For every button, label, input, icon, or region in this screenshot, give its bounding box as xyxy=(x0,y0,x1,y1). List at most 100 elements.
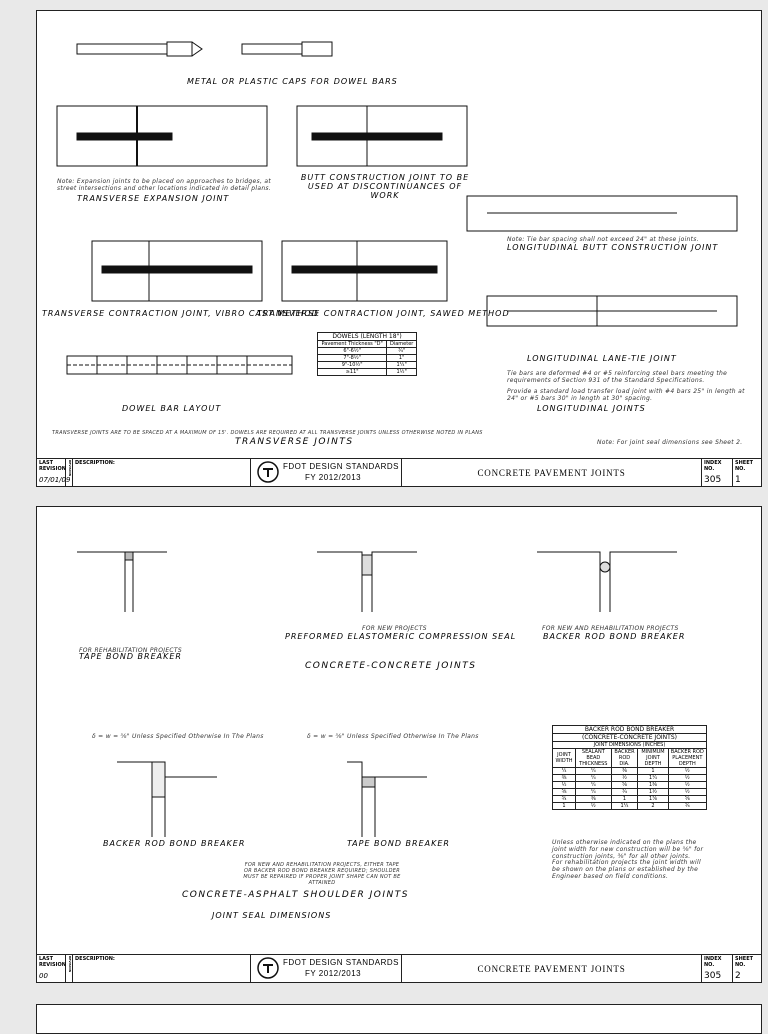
sheet2-drawings xyxy=(77,551,677,837)
preformed-new-note: FOR NEW PROJECTS xyxy=(362,625,427,632)
last-revision-value: 07/01/09 xyxy=(39,476,71,484)
dowel-table-title: DOWELS (LENGTH 18") xyxy=(317,332,417,341)
backer-new-rehab-note: FOR NEW AND REHABILITATION PROJECTS xyxy=(542,625,679,632)
index-number: 305 xyxy=(704,971,722,981)
backer-cell: 1 xyxy=(637,767,669,775)
backer-cell: ½ xyxy=(667,781,708,789)
fiscal-year: FY 2012/2013 xyxy=(305,969,362,978)
concrete-concrete-title: CONCRETE-CONCRETE JOINTS xyxy=(305,661,477,671)
dowel-table: DOWELS (LENGTH 18") Pavement Thickness "… xyxy=(316,332,417,376)
backer-cell: 1¼ xyxy=(637,774,669,782)
sheet-label: SHEET NO. xyxy=(735,956,754,968)
backer-cell: 2 xyxy=(637,802,669,810)
description-label: DESCRIPTION: xyxy=(75,956,115,962)
backer-cell: ½ xyxy=(667,774,708,782)
title-block-1: LAST REVISION 07/01/09 REVISION DESCRIPT… xyxy=(37,458,761,486)
joint-seal-dims-title: JOINT SEAL DIMENSIONS xyxy=(212,911,332,920)
expansion-note: Note: Expansion joints to be placed on a… xyxy=(57,178,272,192)
dowel-header-diameter: Diameter xyxy=(386,340,417,348)
backer-rod-bottom-title: BACKER ROD BOND BREAKER xyxy=(103,839,246,848)
dowel-cell: 1½" xyxy=(386,368,417,376)
dowel-cell: ≥11" xyxy=(316,368,388,376)
shoulder-joints-title: CONCRETE-ASPHALT SHOULDER JOINTS xyxy=(182,890,409,900)
backer-cell: ½ xyxy=(610,774,639,782)
backer-cell: 1½ xyxy=(637,788,669,796)
description-label: DESCRIPTION: xyxy=(75,460,115,466)
last-revision-label: LAST REVISION xyxy=(39,460,66,472)
backer-cell: ¼ xyxy=(552,767,576,775)
dim-note-right: δ = w = ⅝" Unless Specified Otherwise In… xyxy=(307,733,479,740)
index-label: INDEX NO. xyxy=(704,460,722,472)
backer-table-subtitle: (CONCRETE-CONCRETE JOINTS) xyxy=(552,733,707,742)
backer-cell: ⅜ xyxy=(610,767,639,775)
backer-cell: ⅝ xyxy=(610,781,639,789)
sheet-label: SHEET NO. xyxy=(735,460,754,472)
backer-header: SEALANT BEAD THICKNESS xyxy=(574,748,612,768)
tape-bond-title: TAPE BOND BREAKER xyxy=(79,652,182,661)
backer-cell: ¾ xyxy=(667,802,708,810)
backer-header: MINIMUM JOINT DEPTH xyxy=(637,748,669,768)
backer-cell: ⅜ xyxy=(552,774,576,782)
backer-table-note: Unless otherwise indicated on the plans … xyxy=(552,839,704,860)
vibro-title: TRANSVERSE CONTRACTION JOINT, VIBRO CAST… xyxy=(42,309,319,318)
tie-bars-note: Tie bars are deformed #4 or #5 reinforci… xyxy=(507,370,728,384)
last-revision-label: LAST REVISION xyxy=(39,956,66,968)
sheet1-drawings xyxy=(56,41,738,375)
caps-title: METAL OR PLASTIC CAPS FOR DOWEL BARS xyxy=(187,77,398,86)
agency-label: FDOT DESIGN STANDARDS xyxy=(283,462,399,471)
last-revision-value: 00 xyxy=(39,972,48,980)
revision-label: REVISION xyxy=(68,460,72,477)
backer-cell: ¾ xyxy=(610,788,639,796)
dowel-cell: 7"-8½" xyxy=(316,354,388,362)
dowel-cell: ¾" xyxy=(386,347,417,355)
backer-cell: 1 xyxy=(552,802,576,810)
drawing-sheet-2: TAPE BOND BREAKER FOR REHABILITATION PRO… xyxy=(36,506,762,983)
backer-cell: ⅝ xyxy=(667,795,708,803)
fdot-logo-icon xyxy=(257,957,279,979)
backer-cell: ¼ xyxy=(574,781,612,789)
sheet-number: 2 xyxy=(735,971,741,981)
backer-header: BACKER ROD DIA. xyxy=(610,748,639,768)
tape-rehab-note: FOR REHABILITATION PROJECTS xyxy=(79,647,182,654)
transverse-joints-title: TRANSVERSE JOINTS xyxy=(235,437,354,447)
dowel-cell: 1" xyxy=(386,354,417,362)
backer-cell: 1¼ xyxy=(610,802,639,810)
tape-bond-bottom-title: TAPE BOND BREAKER xyxy=(347,839,450,848)
backer-cell: 1⅜ xyxy=(637,781,669,789)
dowel-cell: 9"-10½" xyxy=(316,361,388,369)
dowel-cell: 6"-6½" xyxy=(316,347,388,355)
index-number: 305 xyxy=(704,475,722,485)
backer-cell: ¼ xyxy=(574,788,612,796)
backer-header: BACKER ROD PLACEMENT DEPTH xyxy=(667,748,708,768)
long-joints-title: LONGITUDINAL JOINTS xyxy=(537,404,646,413)
sheet-number: 1 xyxy=(735,475,741,485)
shoulder-note: FOR NEW AND REHABILITATION PROJECTS, EIT… xyxy=(243,862,401,886)
backer-table-note-2: For rehabilitation projects the joint wi… xyxy=(552,859,701,880)
index-label: INDEX NO. xyxy=(704,956,722,968)
backer-table-group: JOINT DIMENSIONS (INCHES) xyxy=(552,741,707,749)
doc-title: CONCRETE PAVEMENT JOINTS xyxy=(477,468,626,478)
preformed-title: PREFORMED ELASTOMERIC COMPRESSION SEAL xyxy=(285,632,517,641)
dowel-header-thickness: Pavement Thickness "D" xyxy=(316,340,388,348)
spacing-note: TRANSVERSE JOINTS ARE TO BE SPACED AT A … xyxy=(52,430,483,436)
lane-tie-title: LONGITUDINAL LANE-TIE JOINT xyxy=(527,354,677,363)
agency-label: FDOT DESIGN STANDARDS xyxy=(283,958,399,967)
revision-label: REVISION xyxy=(68,956,72,973)
tie-spacing-note: Note: Tie bar spacing shall not exceed 2… xyxy=(507,236,699,243)
backer-cell: ½ xyxy=(667,767,708,775)
dowel-layout-title: DOWEL BAR LAYOUT xyxy=(122,404,222,413)
backer-cell: ⅜ xyxy=(574,795,612,803)
backer-cell: ⅝ xyxy=(552,788,576,796)
backer-cell: ¼ xyxy=(574,774,612,782)
tie-load-note: Provide a standard load transfer load jo… xyxy=(507,388,745,402)
backer-cell: ¼ xyxy=(574,767,612,775)
fdot-logo-icon xyxy=(257,461,279,483)
doc-title: CONCRETE PAVEMENT JOINTS xyxy=(477,964,626,974)
backer-rod-table: BACKER ROD BOND BREAKER (CONCRETE-CONCRE… xyxy=(552,725,708,810)
dowel-cell: 1¼" xyxy=(386,361,417,369)
backer-cell: ¾ xyxy=(552,795,576,803)
drawing-sheet-1: METAL OR PLASTIC CAPS FOR DOWEL BARS TRA… xyxy=(36,10,762,487)
backer-table-title: BACKER ROD BOND BREAKER xyxy=(552,725,707,734)
backer-cell: 1 xyxy=(610,795,639,803)
backer-cell: 1⅞ xyxy=(637,795,669,803)
